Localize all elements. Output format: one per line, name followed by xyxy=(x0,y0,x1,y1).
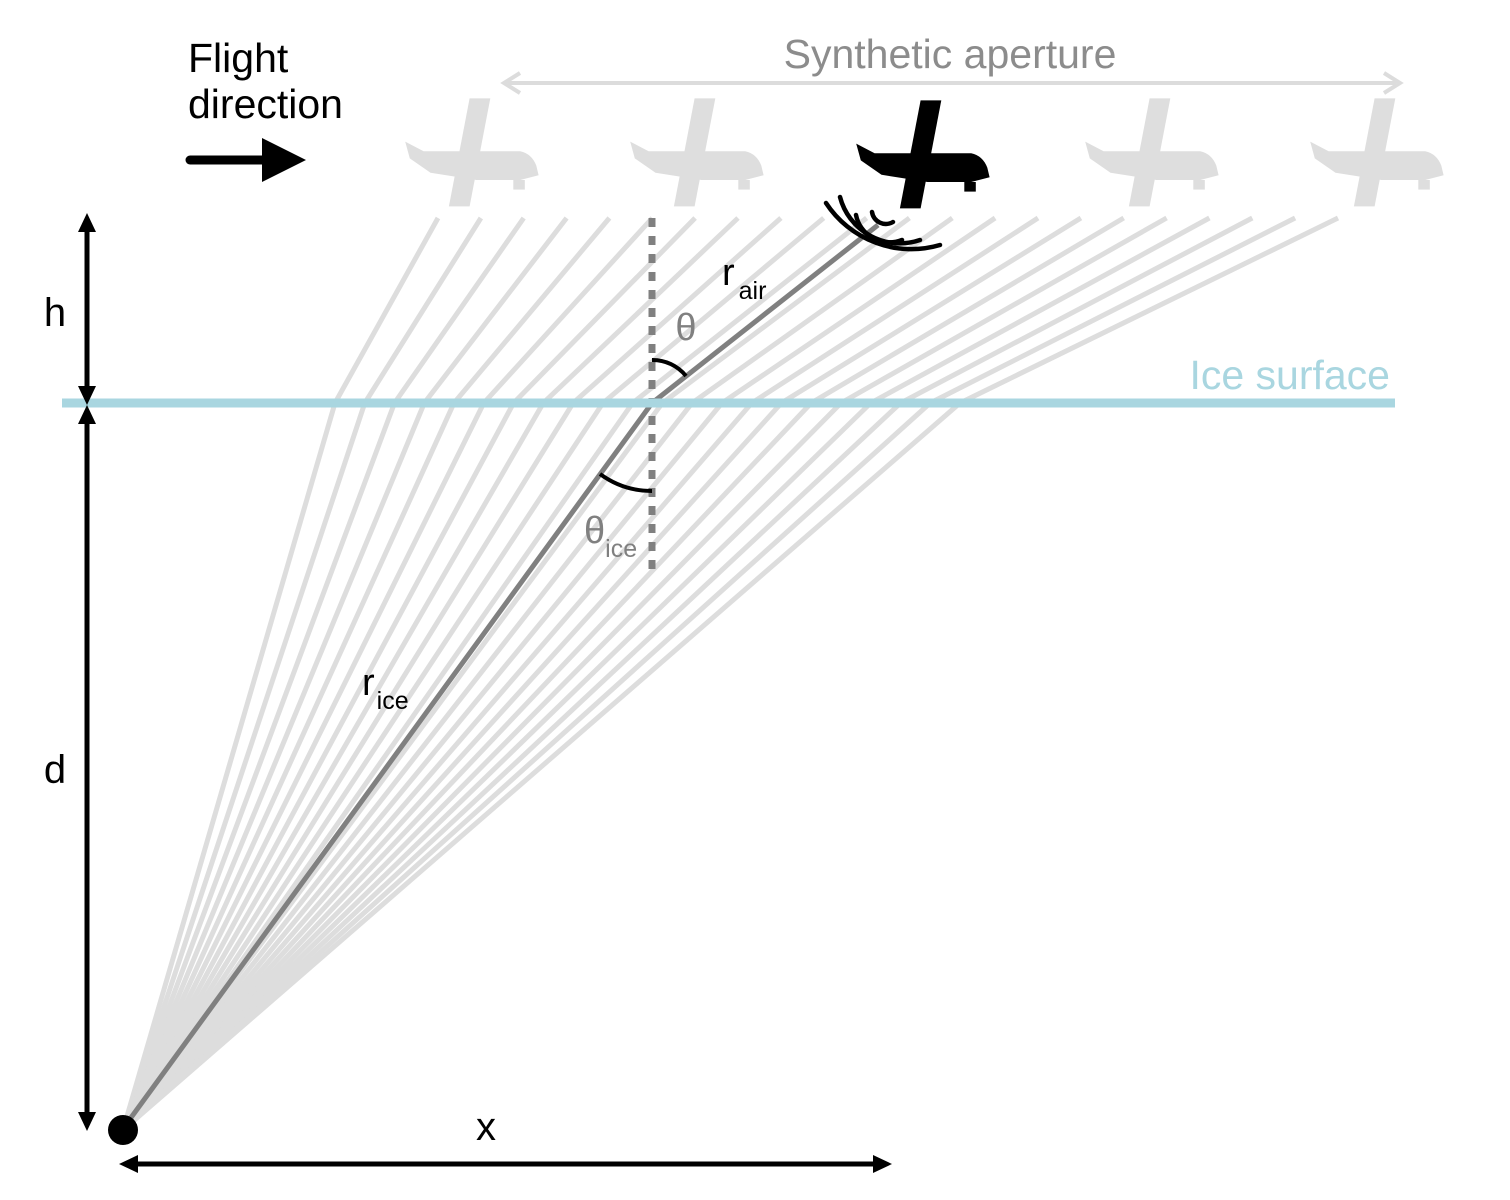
synthetic-aperture-label: Synthetic aperture xyxy=(784,31,1117,77)
r-air-subscript: air xyxy=(739,277,767,305)
r-ice-symbol: r xyxy=(362,662,375,704)
airplane-icon xyxy=(630,98,764,207)
ray-line xyxy=(121,215,1211,1132)
r-ice-subscript: ice xyxy=(377,687,409,715)
right-arrow-icon xyxy=(185,138,306,182)
x-label: x xyxy=(476,1105,496,1149)
point-target-icon xyxy=(108,1115,138,1145)
flight-direction-label-line2: direction xyxy=(188,81,343,127)
theta-ice-subscript: ice xyxy=(605,535,637,563)
airplane-icon xyxy=(405,98,539,207)
theta-label: θ xyxy=(675,307,696,349)
theta-ice-symbol: θ xyxy=(584,510,605,552)
active-ray xyxy=(119,223,880,1132)
r-ice-path xyxy=(119,401,655,1132)
h-dimension-arrow xyxy=(78,213,96,405)
theta-ice-arc xyxy=(598,472,653,493)
ray-fan xyxy=(120,215,1340,1132)
r-ice-label: rice xyxy=(362,662,409,715)
radar-wave-icon xyxy=(823,194,943,252)
r-air-path xyxy=(650,223,880,405)
r-air-symbol: r xyxy=(722,252,735,294)
active-plane xyxy=(856,100,990,209)
synthetic-aperture-arrow xyxy=(500,71,1404,95)
airplane-icon xyxy=(856,100,990,209)
flight-direction-label-line1: Flight xyxy=(188,35,289,81)
ray-line xyxy=(121,215,1297,1132)
airplane-icon xyxy=(1310,98,1444,207)
airplane-icon xyxy=(1085,98,1219,207)
h-label: h xyxy=(44,291,66,335)
theta-arc xyxy=(651,357,688,378)
d-dimension-arrow xyxy=(78,405,96,1131)
d-label: d xyxy=(44,748,66,792)
theta-ice-label: θice xyxy=(584,510,637,563)
ice-surface-label: Ice surface xyxy=(1189,352,1390,398)
x-dimension-arrow xyxy=(119,1155,892,1173)
